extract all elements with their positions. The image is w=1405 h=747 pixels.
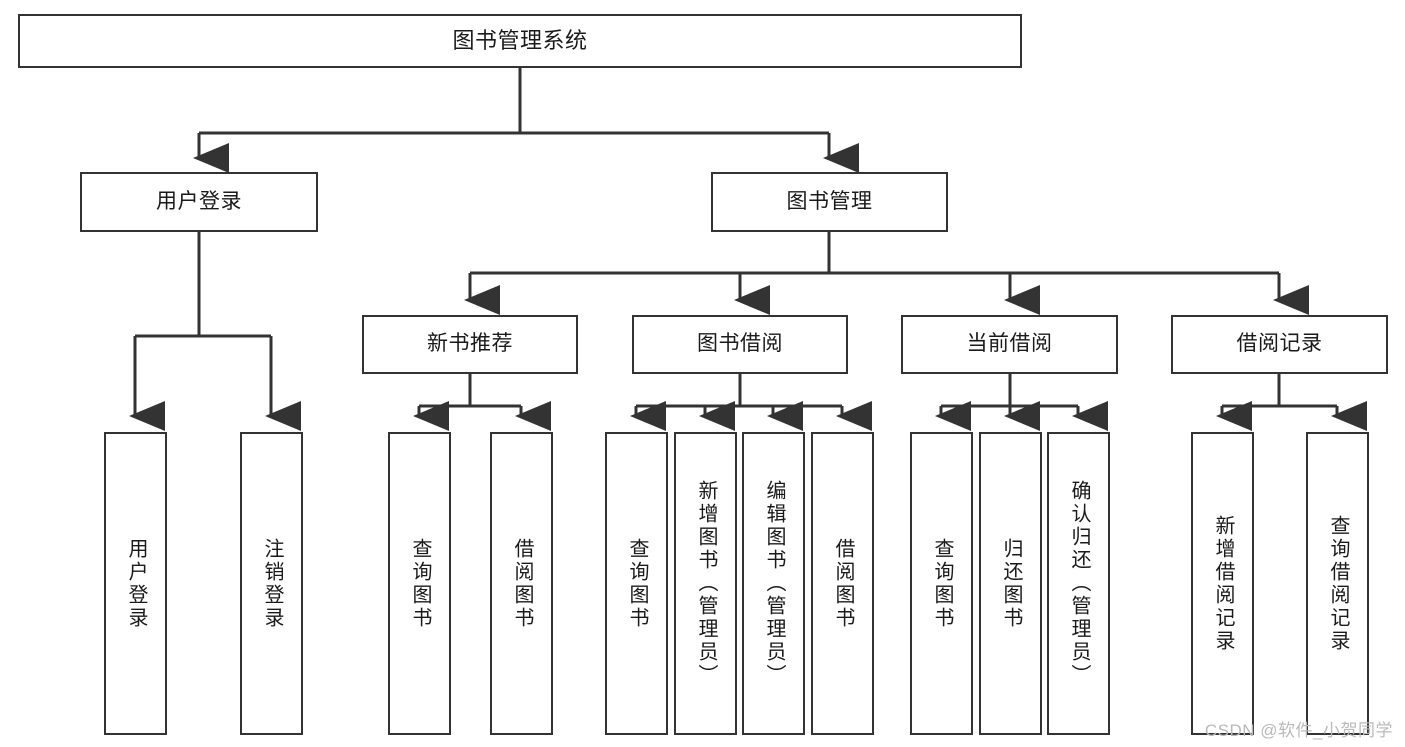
node-label: 借阅记录: [1236, 332, 1323, 356]
leaf-query-book-recommend[interactable]: 查询图书: [388, 432, 451, 735]
node-label: 编辑图书（管理员）: [763, 480, 785, 687]
leaf-query-borrow-record[interactable]: 查询借阅记录: [1306, 432, 1369, 735]
node-root-book-management-system[interactable]: 图书管理系统: [18, 14, 1022, 68]
node-label: 查询图书: [931, 537, 953, 630]
leaf-query-book-current[interactable]: 查询图书: [910, 432, 973, 735]
node-label: 归还图书: [1000, 537, 1022, 630]
node-label: 借阅图书: [832, 537, 854, 630]
leaf-return-book[interactable]: 归还图书: [979, 432, 1042, 735]
watermark-text: CSDN @软件_小贺同学: [1204, 721, 1393, 740]
node-label: 新书推荐: [427, 332, 513, 356]
node-label: 用户登录: [125, 537, 147, 630]
node-label: 借阅图书: [511, 537, 533, 630]
node-current-borrow[interactable]: 当前借阅: [901, 315, 1118, 374]
node-label: 新增图书（管理员）: [695, 480, 717, 687]
leaf-query-book-borrow[interactable]: 查询图书: [605, 432, 668, 735]
leaf-add-borrow-record[interactable]: 新增借阅记录: [1191, 432, 1254, 735]
node-label: 查询图书: [409, 537, 431, 630]
node-user-login[interactable]: 用户登录: [80, 172, 318, 232]
node-label: 图书管理系统: [452, 28, 588, 54]
leaf-user-login[interactable]: 用户登录: [104, 432, 167, 735]
node-label: 查询图书: [626, 537, 648, 630]
leaf-user-logout[interactable]: 注销登录: [240, 432, 303, 735]
node-label: 新增借阅记录: [1212, 514, 1234, 653]
node-label: 用户登录: [156, 189, 242, 213]
node-label: 图书借阅: [697, 332, 783, 356]
leaf-borrow-book-recommend[interactable]: 借阅图书: [490, 432, 553, 735]
node-label: 当前借阅: [966, 332, 1053, 356]
leaf-borrow-book[interactable]: 借阅图书: [811, 432, 874, 735]
node-borrow-record[interactable]: 借阅记录: [1171, 315, 1388, 374]
node-label: 查询借阅记录: [1327, 514, 1349, 653]
leaf-add-book-admin[interactable]: 新增图书（管理员）: [674, 432, 737, 735]
node-new-book-recommend[interactable]: 新书推荐: [362, 315, 578, 374]
leaf-confirm-return-admin[interactable]: 确认归还（管理员）: [1047, 432, 1110, 735]
node-label: 确认归还（管理员）: [1068, 480, 1090, 687]
node-book-management[interactable]: 图书管理: [711, 172, 948, 232]
node-label: 图书管理: [786, 189, 873, 213]
node-label: 注销登录: [261, 537, 283, 630]
leaf-edit-book-admin[interactable]: 编辑图书（管理员）: [742, 432, 805, 735]
node-book-borrow[interactable]: 图书借阅: [632, 315, 848, 374]
